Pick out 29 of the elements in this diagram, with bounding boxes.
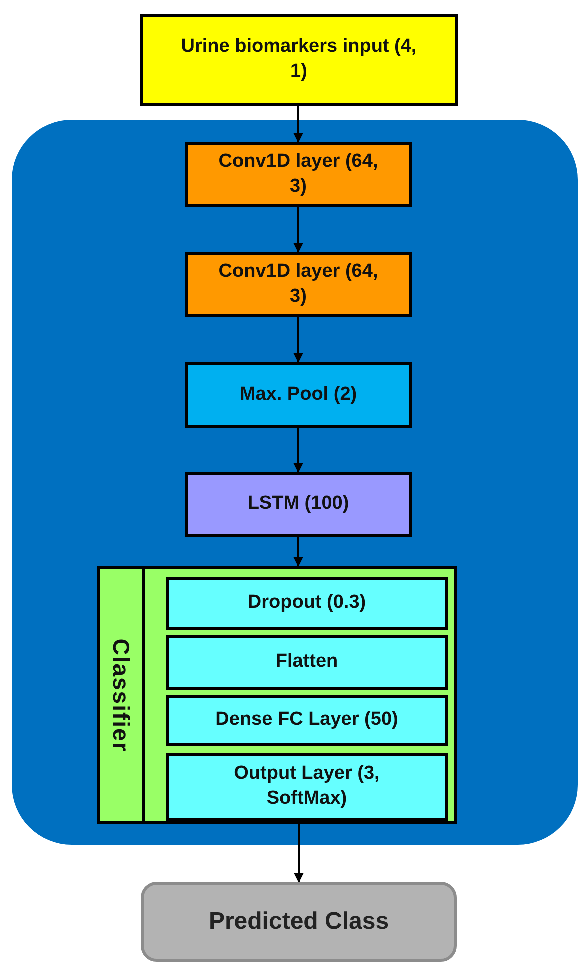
group-label: Classifier	[108, 638, 134, 752]
node-label: Flatten	[274, 650, 340, 674]
node-label: Output Layer (3, SoftMax)	[233, 762, 381, 811]
node-label: Dense FC Layer (50)	[214, 708, 400, 732]
layer-box	[166, 695, 448, 746]
node-label: LSTM (100)	[246, 492, 350, 516]
layer-box	[166, 753, 448, 821]
node-label: Max. Pool (2)	[238, 382, 358, 407]
model-region	[12, 120, 578, 845]
node-label: Conv1D layer (64, 3)	[218, 260, 380, 308]
arrow	[294, 106, 304, 143]
arrow	[294, 317, 304, 363]
output-box	[141, 882, 457, 962]
arrow	[294, 824, 304, 883]
layer-box	[185, 472, 412, 537]
layer-box	[185, 362, 412, 428]
arrow	[294, 537, 304, 567]
layer-box	[185, 252, 412, 317]
node-label: Dropout (0.3)	[246, 591, 368, 616]
layer-box	[166, 635, 448, 690]
node-label: Urine biomarkers input (4, 1)	[180, 35, 418, 84]
layer-box	[185, 142, 412, 207]
arrow	[294, 207, 304, 253]
node-label: Conv1D layer (64, 3)	[218, 150, 380, 198]
input-box	[140, 14, 458, 106]
arrow	[294, 428, 304, 473]
layer-box	[166, 577, 448, 630]
node-label: Predicted Class	[208, 908, 390, 936]
classifier-panel	[97, 566, 457, 824]
